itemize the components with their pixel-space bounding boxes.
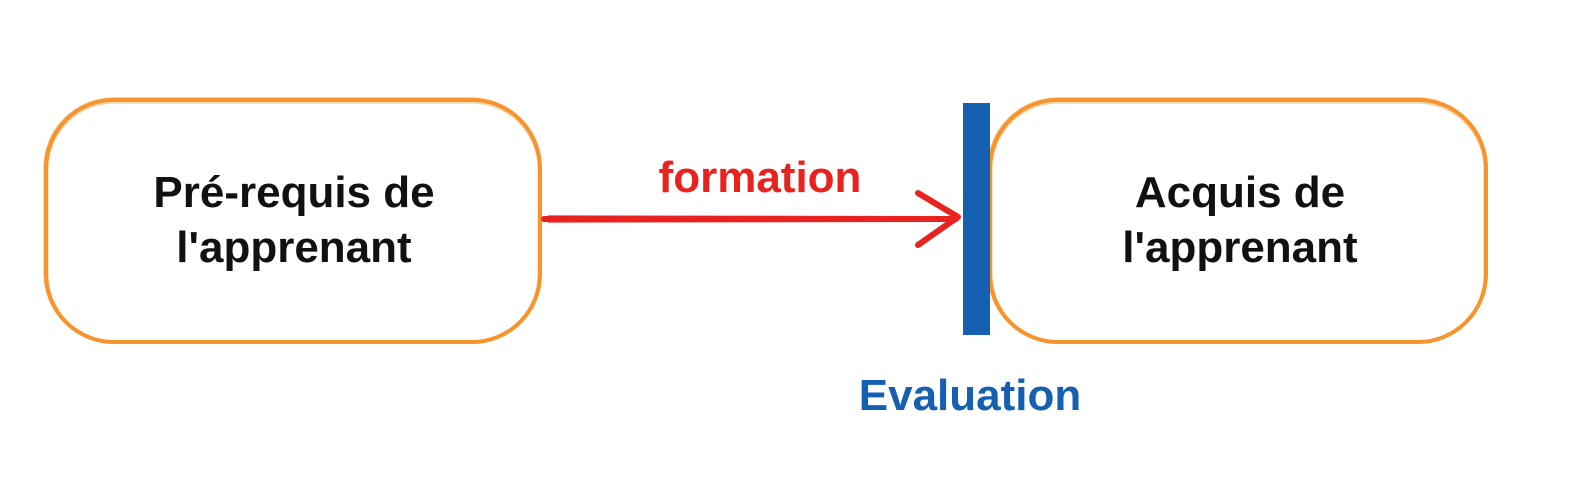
evaluation-bar xyxy=(963,103,990,335)
left-box-line-2: l'apprenant xyxy=(176,223,412,272)
formation-arrow xyxy=(541,190,961,248)
right-box-label: Acquis de l'apprenant xyxy=(994,100,1486,340)
left-box xyxy=(43,97,542,344)
right-box-line-1: Acquis de xyxy=(1134,168,1346,217)
right-box-line-2: l'apprenant xyxy=(1122,223,1358,272)
left-box-label: Pré-requis de l'apprenant xyxy=(48,100,540,340)
evaluation-label: Evaluation xyxy=(858,371,1082,420)
left-box-line-1: Pré-requis de xyxy=(153,168,435,217)
formation-label: formation xyxy=(658,153,862,202)
